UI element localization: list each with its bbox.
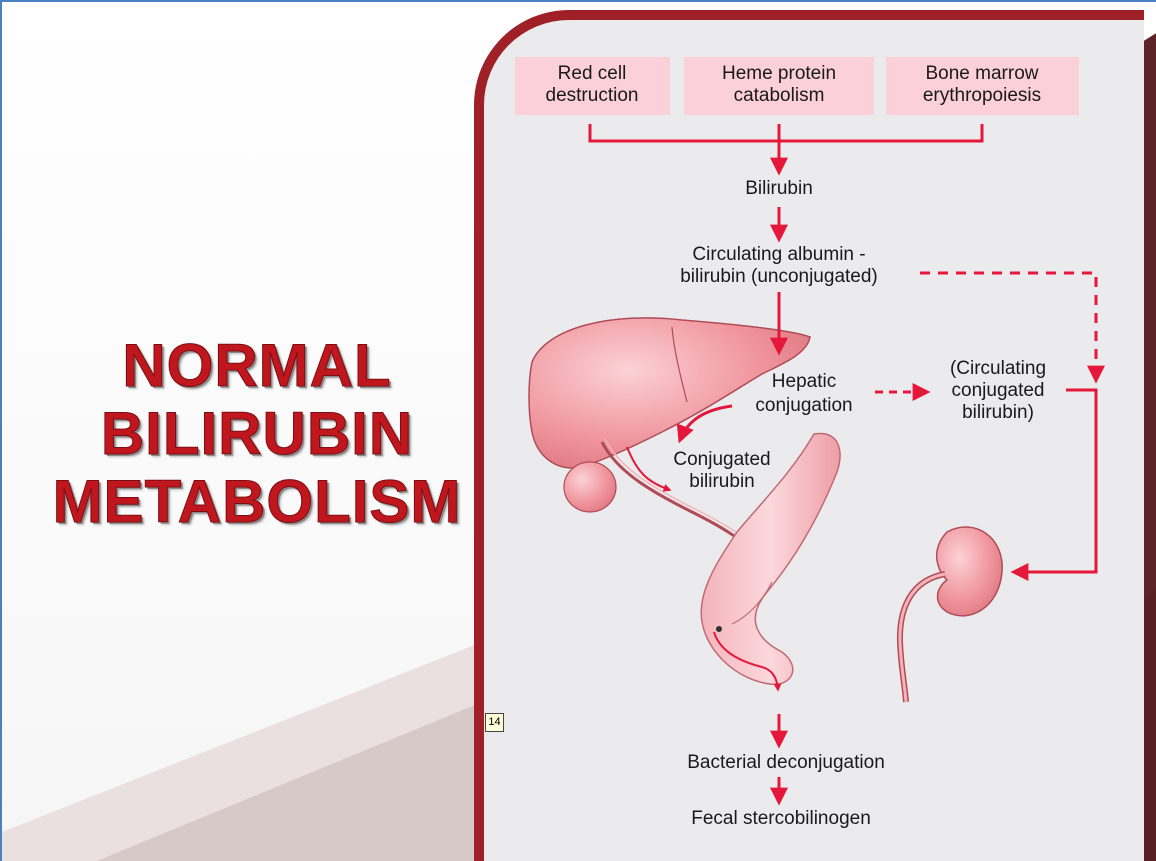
source-box-red-cell: Red cell destruction	[515, 57, 670, 115]
heme-line1: Heme protein	[722, 63, 836, 84]
circ-conj-line3: bilirubin)	[962, 402, 1034, 423]
albumin-line2: bilirubin (unconjugated)	[680, 266, 878, 287]
circ-conj-line1: (Circulating	[950, 358, 1046, 379]
hepatic-line1: Hepatic	[772, 371, 836, 392]
kidney-illustration	[900, 527, 1002, 702]
slide-title: NORMAL BILIRUBIN METABOLISM	[32, 332, 482, 536]
circ-conj-line2: conjugated	[952, 380, 1045, 401]
bacterial-label: Bacterial deconjugation	[687, 752, 885, 773]
page-number-badge: 14	[485, 713, 504, 732]
conjugated-line2: bilirubin	[689, 471, 754, 492]
diagram-frame: Red cell destruction Heme protein catabo…	[474, 10, 1144, 861]
red-cell-line1: Red cell	[558, 63, 627, 84]
fecal-label: Fecal stercobilinogen	[691, 808, 871, 829]
marrow-line1: Bone marrow	[926, 63, 1039, 84]
source-box-heme: Heme protein catabolism	[684, 57, 874, 115]
marrow-line2: erythropoiesis	[923, 85, 1041, 106]
albumin-line1: Circulating albumin -	[692, 244, 865, 265]
bilirubin-label: Bilirubin	[745, 178, 813, 199]
heme-line2: catabolism	[734, 85, 825, 106]
title-line-bilirubin: BILIRUBIN	[32, 400, 482, 468]
title-line-normal: NORMAL	[32, 332, 482, 400]
hepatic-line2: conjugation	[755, 395, 852, 416]
red-cell-line2: destruction	[546, 85, 639, 106]
source-box-marrow: Bone marrow erythropoiesis	[886, 57, 1079, 115]
bilirubin-diagram: Red cell destruction Heme protein catabo…	[484, 20, 1144, 861]
source-bracket	[590, 124, 982, 172]
title-line-metabolism: METABOLISM	[32, 468, 482, 536]
conjugated-line1: Conjugated	[673, 449, 770, 470]
